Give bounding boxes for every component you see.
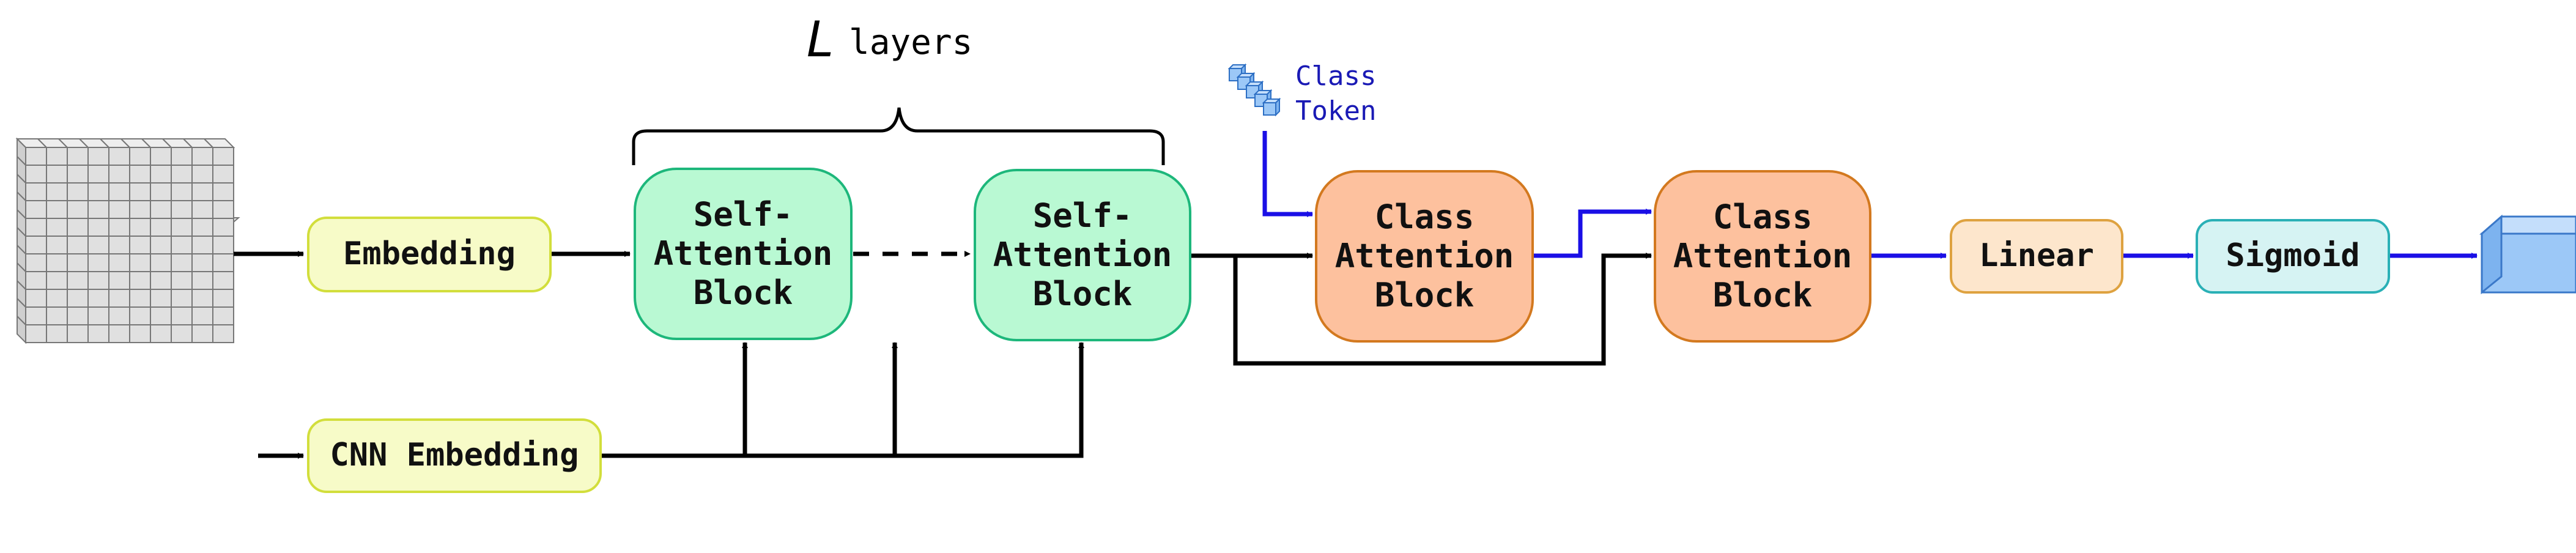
class-token-icon	[1227, 63, 1281, 117]
edge-cab1-cab2	[1534, 209, 1652, 258]
class-attention-block-1: Class Attention Block	[1315, 170, 1534, 343]
class-attention-block-2: Class Attention Block	[1654, 170, 1871, 343]
image-volume-icon	[15, 137, 235, 344]
brace-label-text: layers	[849, 23, 972, 62]
self-attention-block-2: Self- Attention Block	[974, 169, 1191, 341]
self-attention-block-1: Self- Attention Block	[634, 168, 853, 340]
embedding-node: Embedding	[307, 217, 552, 292]
sigmoid-node: Sigmoid	[2196, 219, 2390, 294]
brace-label-var: L	[806, 11, 835, 68]
linear-node: Linear	[1950, 219, 2123, 294]
cnn-embedding-node: CNN Embedding	[307, 418, 602, 493]
edge-skip-cab2	[1233, 253, 1652, 366]
output-cube-icon	[2479, 214, 2576, 295]
layers-brace	[632, 107, 1165, 165]
edge-classtoken-cab1	[1262, 131, 1313, 217]
class-token-label: Class Token	[1295, 61, 1377, 127]
edge-cnn-bus	[602, 342, 1084, 458]
